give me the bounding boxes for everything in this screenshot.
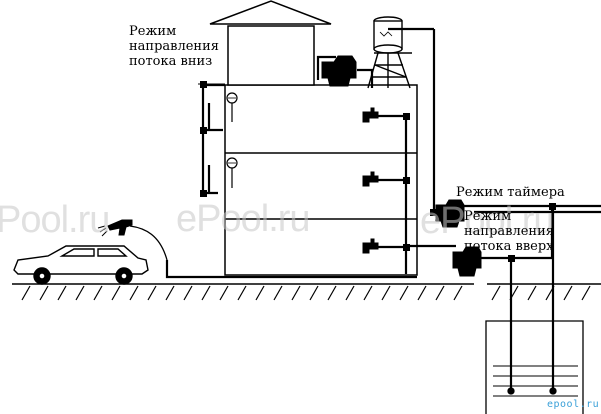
down-flow-line-1: Режим <box>129 24 177 39</box>
up-flow-label: Режим направления потока вверх <box>464 209 554 254</box>
ground <box>12 283 601 301</box>
brand-logo: epool.ru <box>547 399 600 410</box>
tap-icons <box>362 107 379 254</box>
up-flow-line-2: направления <box>464 224 554 239</box>
up-flow-line-3: потока вверх <box>464 239 554 254</box>
pipe-fittings <box>200 81 556 262</box>
down-flow-line-2: направления <box>129 39 219 54</box>
pipes <box>129 27 601 390</box>
down-flow-label: Режим направления потока вниз <box>129 24 219 69</box>
well <box>485 320 584 414</box>
watermark-left: Pool.ru <box>0 199 110 241</box>
up-flow-line-1: Режим <box>464 209 512 224</box>
timer-mode-label: Режим таймера <box>456 185 565 200</box>
pump-icons <box>321 55 482 277</box>
spray-gun-icon <box>97 219 133 237</box>
car-icon <box>13 245 149 285</box>
watermark-center: ePool.ru <box>176 198 311 240</box>
watermark-right: ePool.ru <box>420 200 555 242</box>
shower-icons <box>226 92 238 188</box>
down-flow-line-3: потока вниз <box>129 54 213 69</box>
water-tower <box>367 16 412 89</box>
